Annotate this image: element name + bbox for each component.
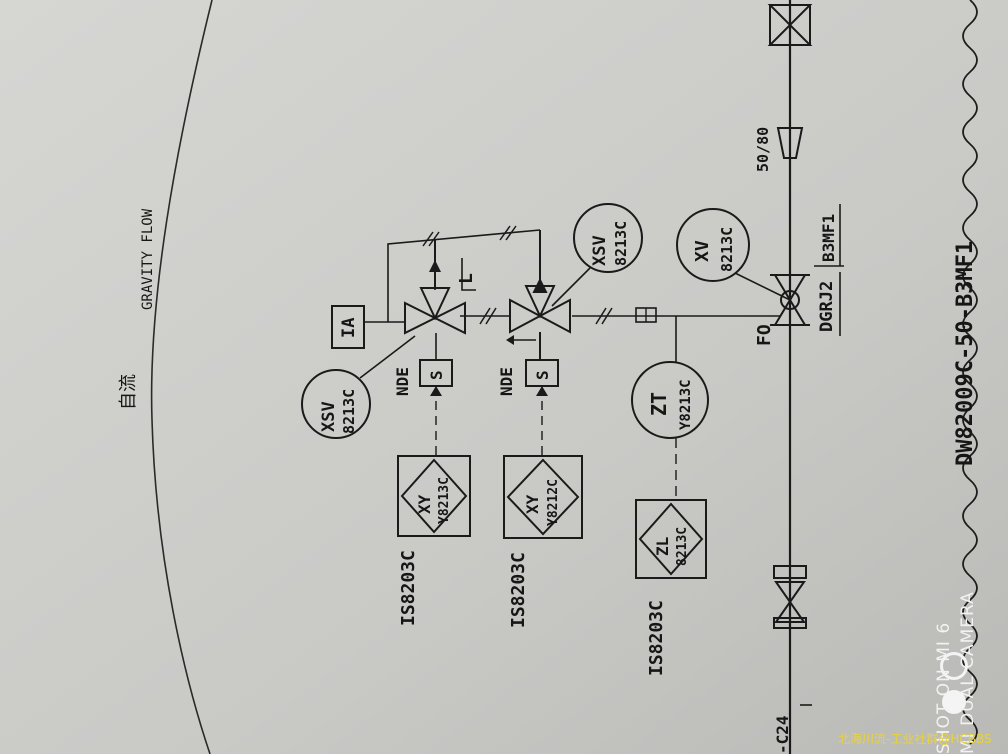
- right-s-arrow: [536, 386, 548, 396]
- air-loop: [387, 229, 541, 300]
- zl-box: [635, 499, 707, 579]
- dgrj2-label: DGRJ2: [817, 281, 837, 332]
- xy-right-num: Y8212C: [546, 479, 561, 526]
- nde-right-label: NDE: [497, 367, 516, 396]
- signal-hash-a: [595, 307, 613, 325]
- ia-box: [331, 305, 365, 349]
- break-line: [962, 0, 978, 745]
- line-id-label: DW82009C-50-B3MF1: [953, 241, 978, 466]
- zt-num: Y8213C: [678, 379, 694, 430]
- vessel-outline: [150, 0, 213, 754]
- xy-left-tag: XY: [415, 494, 434, 514]
- xsv-left-leader: [359, 335, 416, 379]
- is-bottom-label: IS8203C: [646, 600, 667, 676]
- fo-label: FO: [754, 324, 775, 346]
- xy-box-right: [503, 455, 583, 539]
- xy-right-tag: XY: [523, 494, 542, 514]
- xsv-right-num: 8213C: [612, 221, 630, 266]
- xv-leader: [734, 272, 791, 301]
- is-left-label: IS8203C: [398, 550, 419, 626]
- xy-box-left: [397, 455, 471, 537]
- zl-num: 8213C: [675, 527, 690, 566]
- b3mf1-label: B3MF1: [819, 214, 838, 262]
- main-control-valve: [770, 274, 810, 326]
- xsv-bubble-left: [301, 369, 371, 439]
- s-right-label: S: [533, 370, 552, 380]
- left-s-arrow: [430, 386, 442, 396]
- c24-label: -C24: [773, 715, 792, 754]
- signal-hash-b: [479, 307, 497, 325]
- nde-left-label: NDE: [393, 367, 412, 396]
- xv-tag: XV: [692, 240, 713, 262]
- zl-tag: ZL: [653, 537, 672, 556]
- xsv-right-leader: [551, 267, 591, 307]
- gravity-label-en: GRAVITY FLOW: [140, 208, 156, 310]
- watermark: 北海川流-工业社群@HCBBS: [838, 732, 992, 746]
- xsv-left-num: 8213C: [340, 389, 358, 434]
- xv-bubble: [676, 208, 750, 282]
- reducer: [776, 127, 804, 159]
- left-vent-arrow: [429, 260, 441, 272]
- xv-num: 8213C: [718, 227, 736, 272]
- l-mark-shape: [461, 258, 476, 291]
- xy-left-num: Y8213C: [437, 477, 452, 524]
- solenoid-valve-right: [509, 230, 571, 360]
- xsv-right-tag: XSV: [590, 235, 610, 266]
- l-mark-label: L: [456, 273, 477, 284]
- s-left-label: S: [427, 370, 446, 380]
- size-label: 50/80: [754, 127, 772, 172]
- camera-logo-ring: [940, 652, 968, 680]
- ia-label: IA: [339, 318, 359, 338]
- is-right-label: IS8203C: [508, 552, 529, 628]
- zt-bubble: [631, 361, 709, 439]
- gravity-label-cn: 自流: [118, 374, 139, 410]
- camera-logo-dot: [942, 690, 966, 714]
- right-exhaust-head: [506, 335, 514, 345]
- xsv-bubble-right: [573, 203, 643, 273]
- gate-valve-bottom: [773, 565, 807, 629]
- xsv-left-tag: XSV: [319, 401, 339, 432]
- signal-hash-c: [422, 225, 517, 247]
- gate-valve-top: [767, 4, 813, 46]
- zt-tag: ZT: [647, 392, 671, 416]
